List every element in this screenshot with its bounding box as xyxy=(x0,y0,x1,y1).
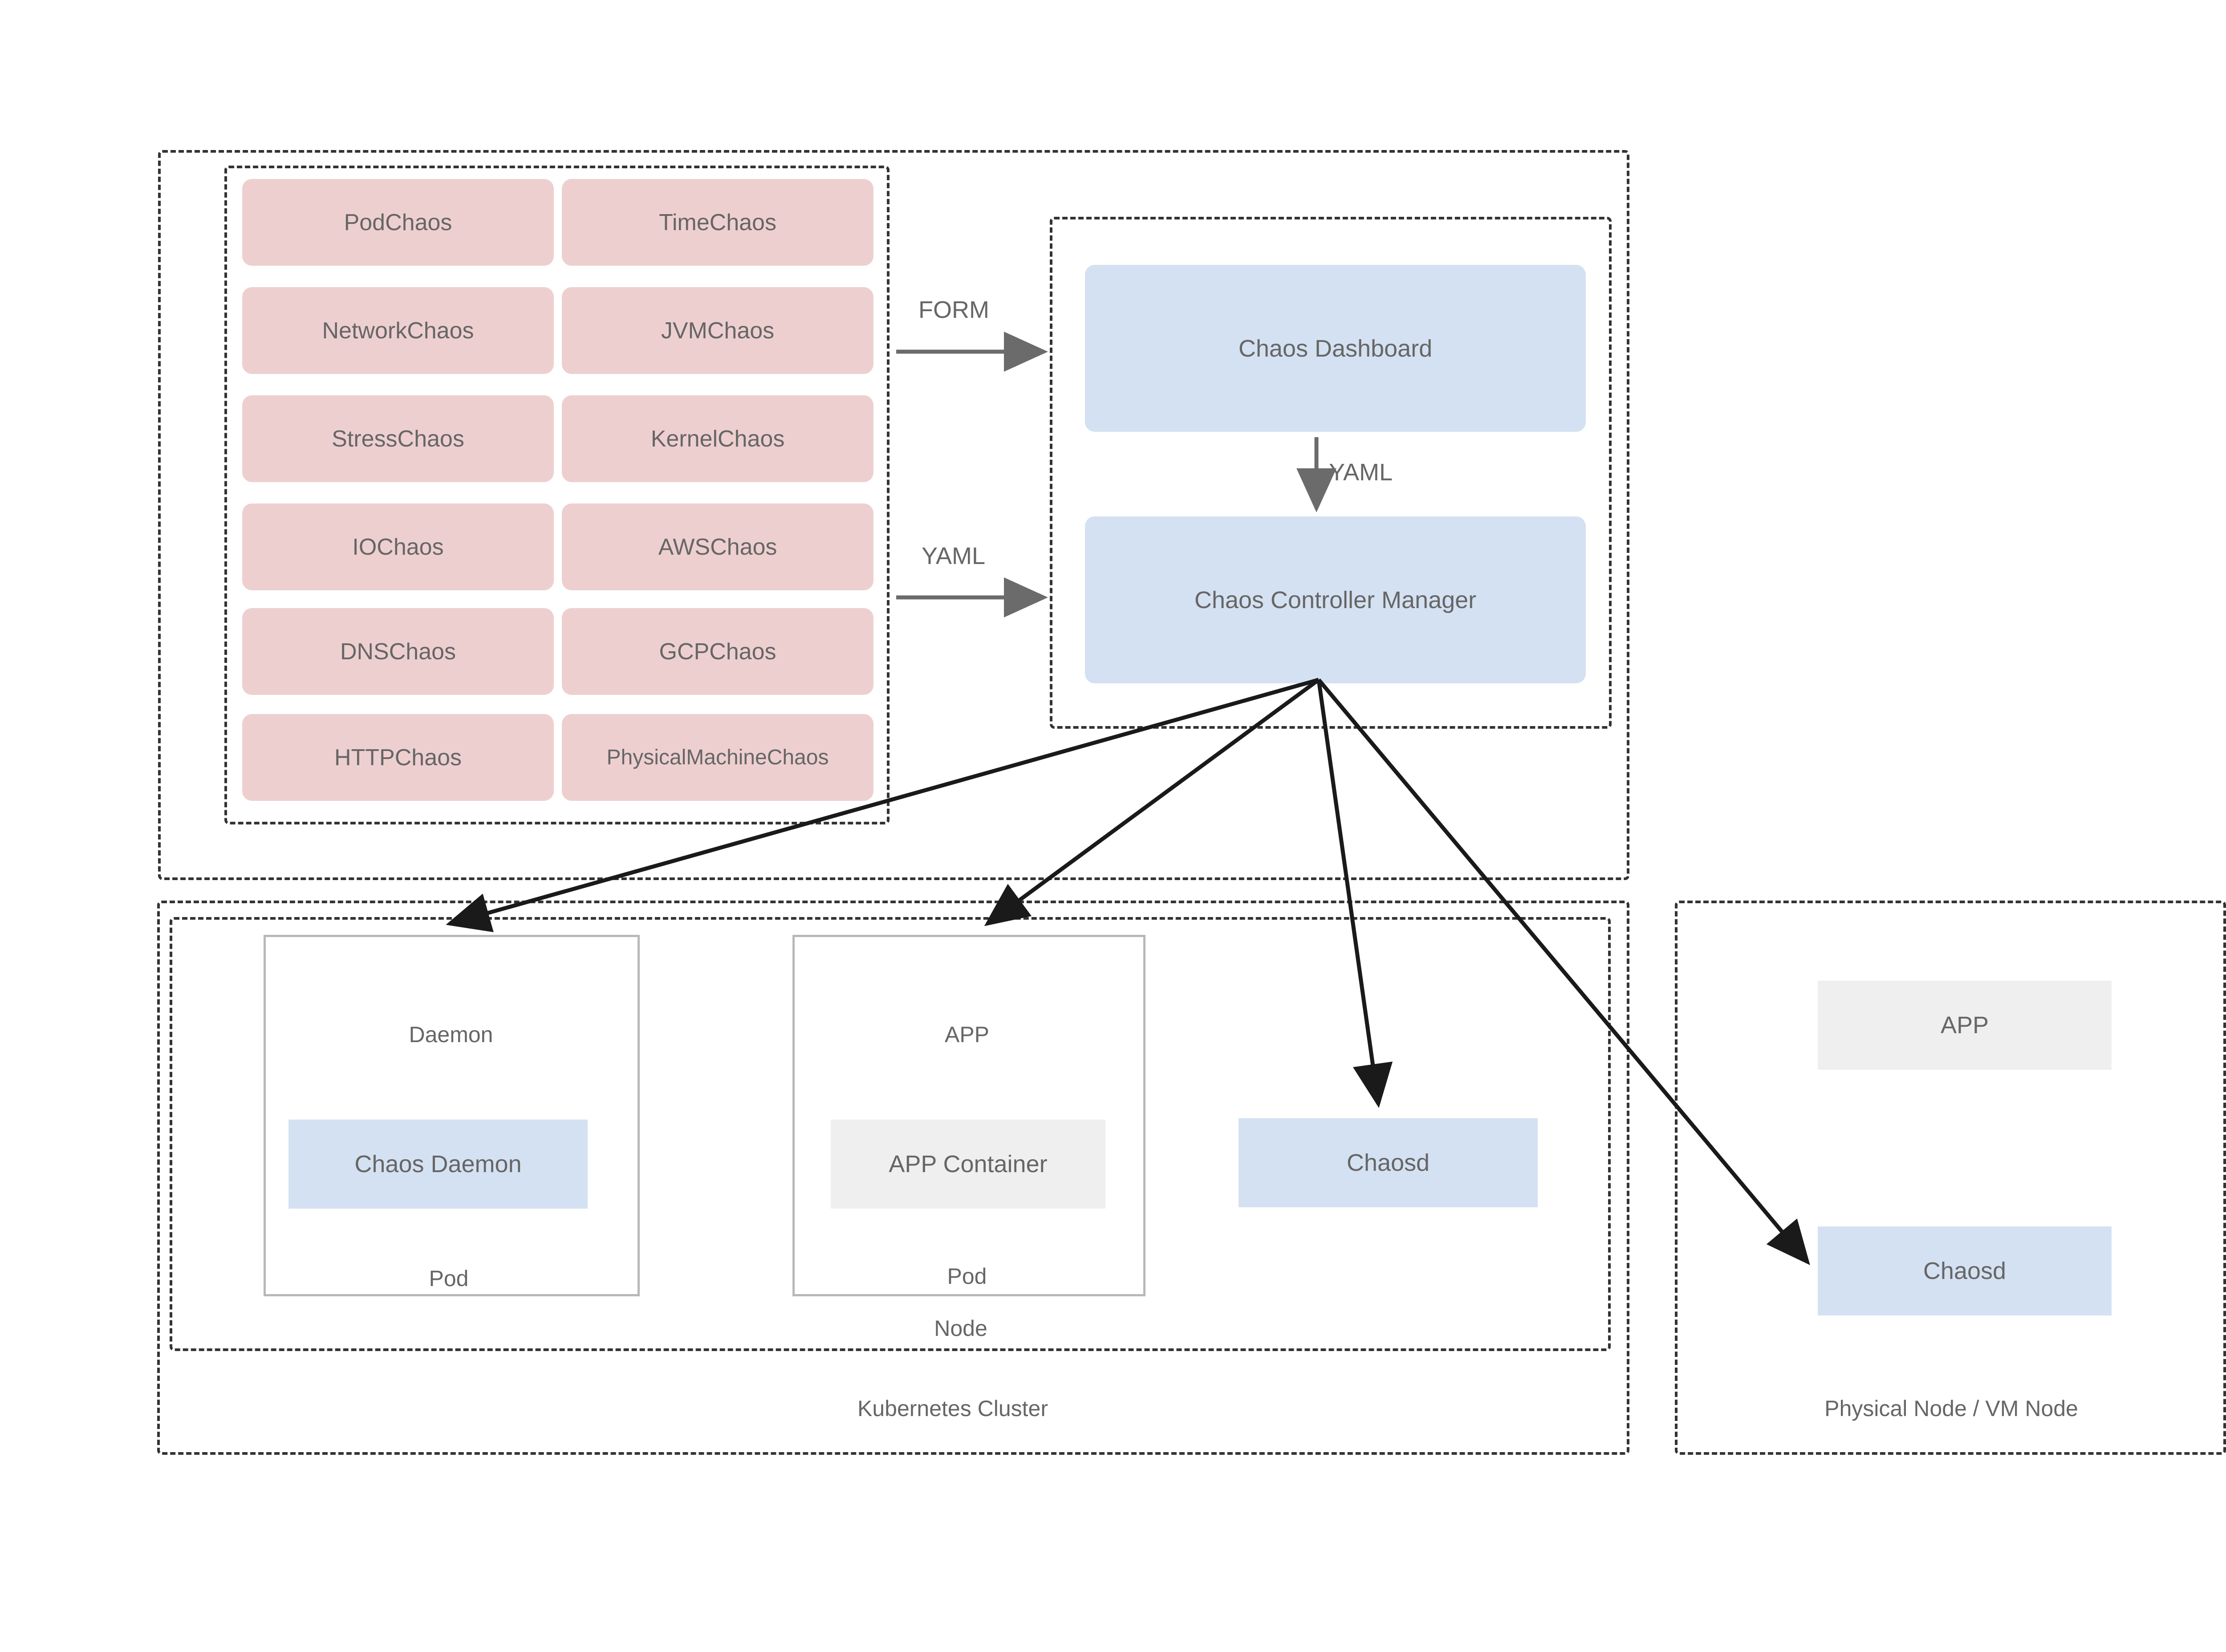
chaos-type-awschaos[interactable]: AWSChaos xyxy=(562,503,873,590)
node-caption: Node xyxy=(934,1316,987,1341)
edge-label-yaml-to-controller: YAML xyxy=(922,543,986,569)
edge-label-form: FORM xyxy=(918,296,989,323)
chaos-type-label: StressChaos xyxy=(332,426,464,452)
physical-node-app-label: APP xyxy=(1940,1012,1989,1039)
chaos-type-label: NetworkChaos xyxy=(322,317,474,344)
chaos-type-stresschaos[interactable]: StressChaos xyxy=(242,395,554,482)
chaos-dashboard-box[interactable]: Chaos Dashboard xyxy=(1085,265,1586,432)
chaos-controller-manager-box[interactable]: Chaos Controller Manager xyxy=(1085,516,1586,683)
app-container-label: APP Container xyxy=(889,1151,1048,1177)
app-container-box[interactable]: APP Container xyxy=(831,1120,1105,1209)
chaos-type-podchaos[interactable]: PodChaos xyxy=(242,179,554,266)
chaos-type-label: IOChaos xyxy=(352,534,444,560)
chaos-type-httpchaos[interactable]: HTTPChaos xyxy=(242,714,554,801)
chaos-type-label: AWSChaos xyxy=(658,534,777,560)
chaos-type-label: GCPChaos xyxy=(659,638,776,665)
physical-node-chaosd-label: Chaosd xyxy=(1923,1258,2007,1284)
chaos-type-gcpchaos[interactable]: GCPChaos xyxy=(562,608,873,695)
app-pod-title: APP xyxy=(944,1022,990,1047)
chaos-type-label: PodChaos xyxy=(344,209,452,235)
chaos-daemon-box[interactable]: Chaos Daemon xyxy=(288,1120,588,1209)
chaos-type-label: JVMChaos xyxy=(661,317,775,344)
chaos-controller-manager-label: Chaos Controller Manager xyxy=(1194,586,1477,613)
chaosd-node-box[interactable]: Chaosd xyxy=(1239,1118,1538,1207)
chaosd-node-label: Chaosd xyxy=(1346,1149,1430,1176)
app-pod-box xyxy=(792,935,1145,1296)
chaos-type-label: KernelChaos xyxy=(650,426,785,452)
chaos-type-dnschaos[interactable]: DNSChaos xyxy=(242,608,554,695)
chaos-daemon-label: Chaos Daemon xyxy=(354,1151,522,1177)
daemon-pod-box xyxy=(264,935,640,1296)
chaos-type-physicalmachinechaos[interactable]: PhysicalMachineChaos xyxy=(562,714,873,801)
chaos-type-label: PhysicalMachineChaos xyxy=(606,746,829,769)
chaos-type-jvmchaos[interactable]: JVMChaos xyxy=(562,287,873,374)
edge-label-yaml-dashboard-controller: YAML xyxy=(1329,459,1393,486)
kubernetes-cluster-caption: Kubernetes Cluster xyxy=(857,1396,1048,1421)
chaos-type-kernelchaos[interactable]: KernelChaos xyxy=(562,395,873,482)
chaos-type-iochaos[interactable]: IOChaos xyxy=(242,503,554,590)
chaos-type-timechaos[interactable]: TimeChaos xyxy=(562,179,873,266)
daemon-pod-title: Daemon xyxy=(409,1022,493,1047)
app-pod-caption: Pod xyxy=(947,1264,987,1289)
chaos-type-networkchaos[interactable]: NetworkChaos xyxy=(242,287,554,374)
daemon-pod-caption: Pod xyxy=(429,1266,469,1291)
chaos-type-label: DNSChaos xyxy=(340,638,456,665)
physical-node-caption: Physical Node / VM Node xyxy=(1824,1396,2078,1421)
chaos-type-label: TimeChaos xyxy=(659,209,776,235)
physical-node-app-box[interactable]: APP xyxy=(1818,981,2112,1070)
physical-node-chaosd-box[interactable]: Chaosd xyxy=(1818,1226,2112,1315)
chaos-dashboard-label: Chaos Dashboard xyxy=(1238,335,1433,362)
chaos-type-label: HTTPChaos xyxy=(334,744,462,771)
